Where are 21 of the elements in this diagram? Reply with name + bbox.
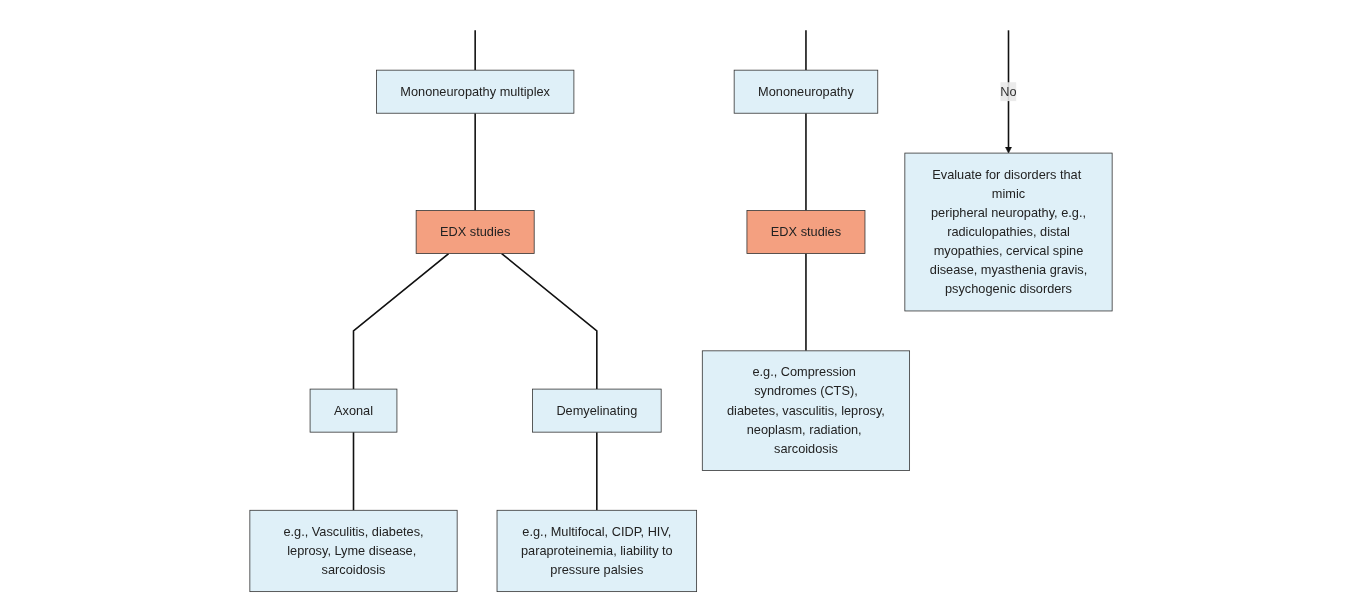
node-box: e.g., Multifocal, CIDP, HIV, paraproteinemia, liability to pressure palsies — [496, 509, 697, 592]
edge-label: No — [1000, 84, 1017, 99]
connector — [352, 431, 355, 512]
connector — [474, 112, 476, 212]
connector — [474, 29, 476, 71]
node-box: Mononeuropathy — [733, 69, 879, 114]
node-box: e.g., Compression syndromes (CTS), diabetes, vasculitis, leprosy, neoplasm, radiation, sarcoidosis — [701, 350, 910, 471]
node-box: Demyelinating — [532, 388, 662, 433]
node-box: Evaluate for disorders that mimic peripheral neuropathy, e.g., radiculopathies, distal myopathies, cervical spine disease, myasthenia gravis, psychogenic disorders — [904, 152, 1113, 312]
connector — [500, 252, 598, 390]
node-box: EDX studies — [746, 210, 866, 254]
connector — [805, 29, 807, 71]
connector — [596, 431, 598, 512]
node-box: e.g., Vasculitis, diabetes, leprosy, Lyme disease, sarcoidosis — [249, 509, 458, 592]
connector — [805, 252, 807, 352]
node-box: Mononeuropathy multiplex — [376, 69, 575, 114]
node-box: EDX studies — [415, 210, 535, 254]
arrow — [1005, 29, 1012, 154]
connector — [805, 112, 807, 212]
connector — [352, 252, 450, 390]
node-box: Axonal — [309, 388, 398, 433]
